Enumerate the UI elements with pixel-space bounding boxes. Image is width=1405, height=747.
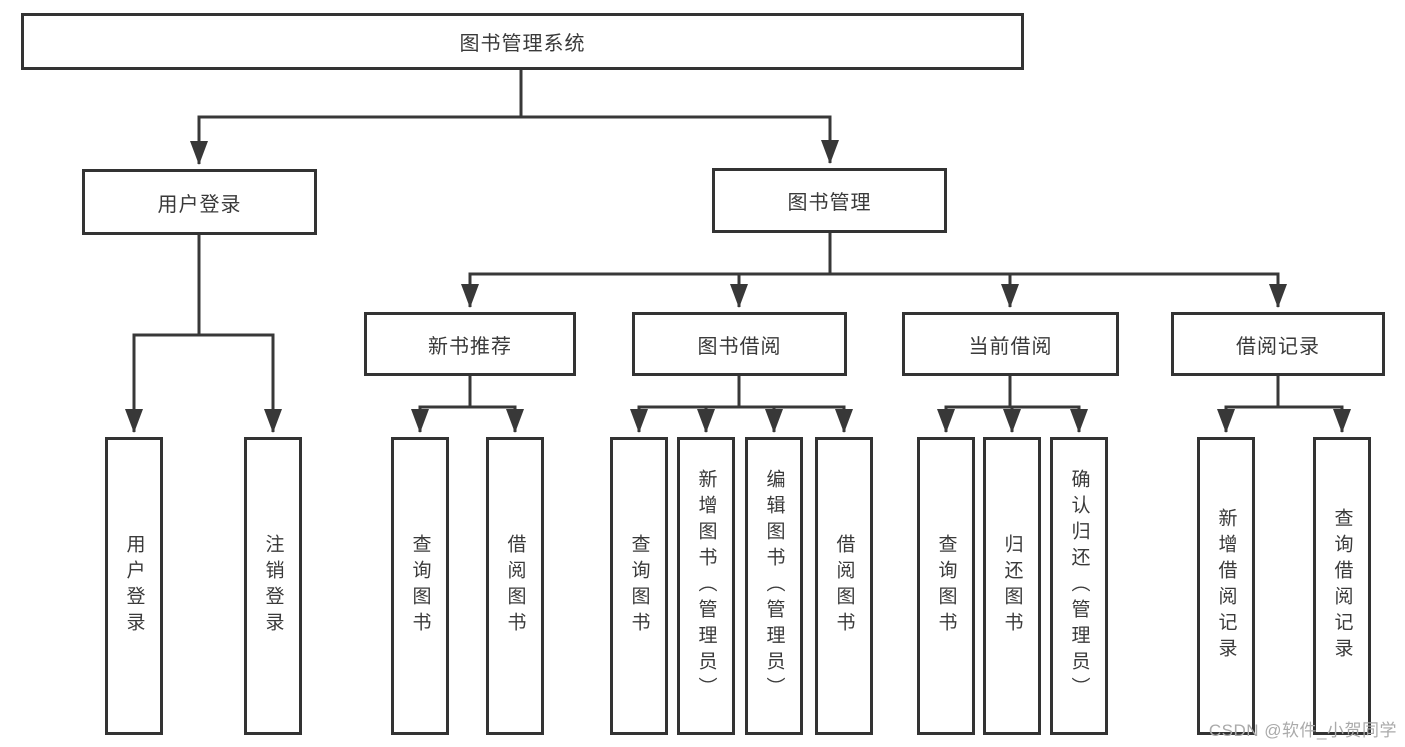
- leaf-borrow-edit-books-admin-label: 编辑图书（管理员）: [763, 469, 785, 703]
- csdn-watermark: CSDN @软件_小贺同学: [1208, 721, 1397, 740]
- leaf-borrow-borrow-books-label: 借阅图书: [833, 534, 855, 638]
- leaf-borrow-query-books: 查询图书: [610, 437, 668, 735]
- leaf-logout: 注销登录: [244, 437, 302, 735]
- leaf-recommend-query-books: 查询图书: [391, 437, 449, 735]
- leaf-current-return-books-label: 归还图书: [1001, 534, 1023, 638]
- node-current-borrow-label: 当前借阅: [968, 335, 1053, 358]
- leaf-user-login: 用户登录: [105, 437, 163, 735]
- leaf-borrow-borrow-books: 借阅图书: [815, 437, 873, 735]
- leaf-borrow-add-books-admin-label: 新增图书（管理员）: [695, 469, 717, 703]
- node-user-login-label: 用户登录: [157, 193, 242, 216]
- leaf-current-confirm-return-admin-label: 确认归还（管理员）: [1068, 469, 1090, 703]
- node-borrow-record-label: 借阅记录: [1236, 335, 1320, 358]
- node-book-management: 图书管理: [712, 168, 947, 233]
- leaf-current-query-books-label: 查询图书: [935, 534, 957, 638]
- leaf-recommend-query-books-label: 查询图书: [409, 534, 431, 638]
- node-user-login: 用户登录: [82, 169, 317, 235]
- node-borrow-record: 借阅记录: [1171, 312, 1385, 376]
- leaf-borrow-edit-books-admin: 编辑图书（管理员）: [745, 437, 803, 735]
- node-book-management-label: 图书管理: [787, 192, 872, 214]
- node-book-borrow-label: 图书借阅: [697, 335, 782, 358]
- leaf-borrow-query-books-label: 查询图书: [628, 534, 650, 638]
- leaf-current-return-books: 归还图书: [983, 437, 1041, 735]
- leaf-current-confirm-return-admin: 确认归还（管理员）: [1050, 437, 1108, 735]
- node-book-borrow: 图书借阅: [632, 312, 847, 376]
- leaf-recommend-borrow-books-label: 借阅图书: [504, 534, 526, 638]
- leaf-current-query-books: 查询图书: [917, 437, 975, 735]
- leaf-recommend-borrow-books: 借阅图书: [486, 437, 544, 735]
- leaf-record-query-record: 查询借阅记录: [1313, 437, 1371, 735]
- node-new-book-recommend: 新书推荐: [364, 312, 576, 376]
- node-root: 图书管理系统: [21, 13, 1024, 70]
- leaf-logout-label: 注销登录: [262, 534, 284, 638]
- leaf-record-add-record-label: 新增借阅记录: [1215, 508, 1237, 664]
- node-new-book-recommend-label: 新书推荐: [428, 335, 512, 358]
- node-root-label: 图书管理系统: [459, 33, 586, 55]
- leaf-record-query-record-label: 查询借阅记录: [1331, 508, 1353, 664]
- leaf-record-add-record: 新增借阅记录: [1197, 437, 1255, 735]
- leaf-user-login-label: 用户登录: [123, 534, 145, 638]
- leaf-borrow-add-books-admin: 新增图书（管理员）: [677, 437, 735, 735]
- node-current-borrow: 当前借阅: [902, 312, 1119, 376]
